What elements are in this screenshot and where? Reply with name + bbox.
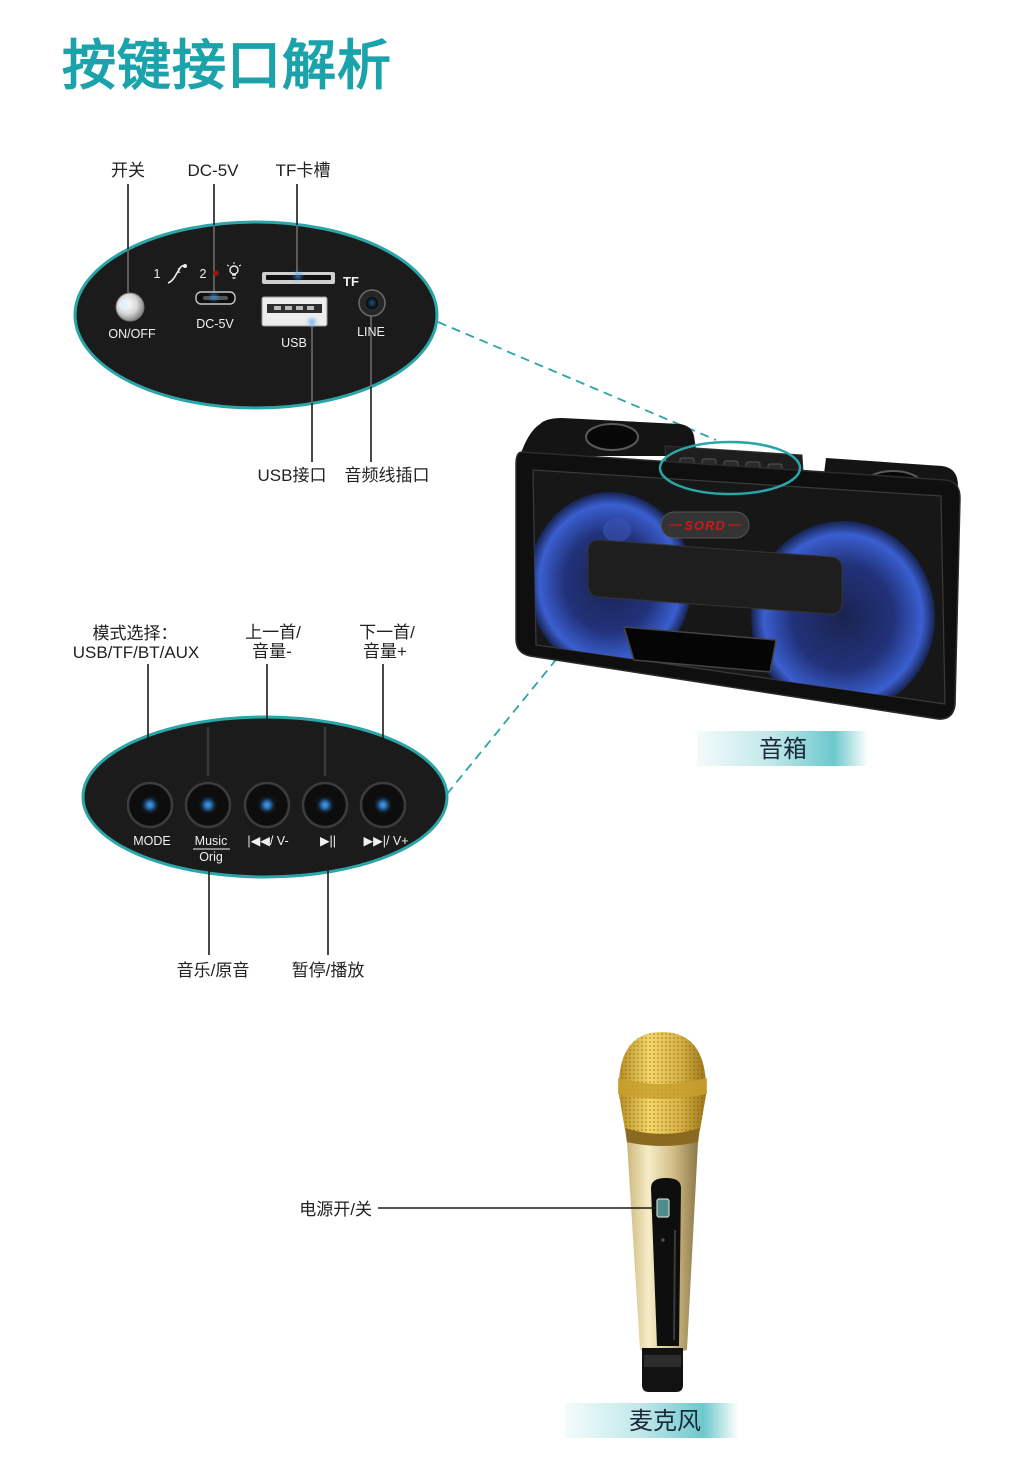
- mode-callout-line2: USB/TF/BT/AUX: [73, 643, 200, 662]
- mic-stripe-reflection: [673, 1229, 676, 1341]
- power-switch-callout: 开关: [111, 161, 145, 180]
- control-panel-highlight: [658, 440, 802, 496]
- page-title: 按键接口解析: [62, 36, 392, 96]
- usb-label: USB: [281, 336, 307, 350]
- line-callout: 音频线插口: [345, 466, 430, 485]
- mic-connector: [642, 1348, 683, 1392]
- tf-slot-dot: [295, 273, 301, 279]
- microphone-label: 麦克风: [629, 1408, 701, 1435]
- speaker-phone-cradle: [622, 626, 777, 673]
- microphone-icon: 1: [167, 264, 187, 284]
- usb-port-pins: [274, 306, 314, 310]
- channel-2-label: 2: [200, 267, 207, 281]
- dc-port-dot: [211, 294, 217, 300]
- speaker-logo: SORD: [684, 518, 726, 533]
- mic-power-callout: 电源开/关: [299, 1200, 372, 1219]
- next-button: [359, 781, 407, 829]
- port-panel: ON/OFF 1 1 2 DC-5V TF: [73, 161, 439, 485]
- tf-label: TF: [343, 274, 359, 289]
- power-switch-highlight: [119, 300, 129, 310]
- speaker-left-knob: [585, 423, 639, 451]
- usb-port-tongue: [267, 304, 322, 313]
- music-callout: 音乐/原音: [177, 961, 250, 980]
- speaker-left-tweeter: [603, 518, 631, 542]
- mode-button: [126, 781, 174, 829]
- play-pause-button-label: ▶||: [320, 834, 336, 848]
- next-callout-line2: 音量+: [363, 642, 407, 661]
- orig-button-label: Orig: [199, 850, 223, 864]
- mic-grille-rim: [625, 1128, 700, 1148]
- music-orig-button: [184, 781, 232, 829]
- bulb-icon: [226, 262, 242, 279]
- svg-text:1: 1: [177, 268, 181, 275]
- mode-button-label: MODE: [133, 834, 171, 848]
- microphone-label-band: [565, 1403, 738, 1438]
- speaker-center-bar: [587, 539, 843, 615]
- mic-power-switch: [656, 1198, 670, 1218]
- play-pause-button: [301, 781, 349, 829]
- prev-callout-line2: 音量-: [252, 642, 292, 661]
- mic-grille-band: [618, 1078, 707, 1099]
- microphone-illustration: [618, 1032, 707, 1392]
- button-panel-connector: [446, 491, 693, 795]
- mic-connector-ring: [644, 1355, 681, 1367]
- dc-callout: DC-5V: [187, 161, 239, 180]
- line-label: LINE: [357, 325, 385, 339]
- prev-button: [243, 781, 291, 829]
- line-jack-dot: [369, 300, 375, 306]
- speaker-label-band: [697, 731, 868, 766]
- dc-port-label: DC-5V: [196, 317, 234, 331]
- on-off-label: ON/OFF: [108, 327, 156, 341]
- mic-indicator: [661, 1238, 665, 1242]
- port-panel-connector: [437, 321, 717, 441]
- usb-port-dot: [309, 319, 315, 325]
- speaker-label: 音箱: [759, 736, 807, 763]
- music-button-label: Music: [195, 834, 228, 848]
- port-panel-ellipse: [73, 220, 439, 410]
- channel-1-label: 1: [154, 267, 161, 281]
- speaker-logo-plate: [660, 511, 750, 539]
- next-callout-line1: 下一首/: [359, 623, 415, 642]
- prev-callout-line1: 上一首/: [245, 623, 301, 642]
- mode-callout-line1: 模式选择：: [93, 624, 178, 643]
- button-panel: MODE Music Orig |◀◀/ V- ▶|| ▶▶|/ V+ 模式选择…: [73, 623, 449, 980]
- tf-slot-callout: TF卡槽: [276, 161, 331, 180]
- play-callout: 暂停/播放: [292, 961, 365, 980]
- next-button-label: ▶▶|/ V+: [363, 834, 408, 848]
- power-switch: [115, 292, 145, 322]
- speaker-illustration: SORD: [515, 418, 961, 720]
- status-led: [213, 270, 219, 276]
- prev-button-label: |◀◀/ V-: [247, 834, 288, 848]
- usb-callout: USB接口: [258, 466, 327, 485]
